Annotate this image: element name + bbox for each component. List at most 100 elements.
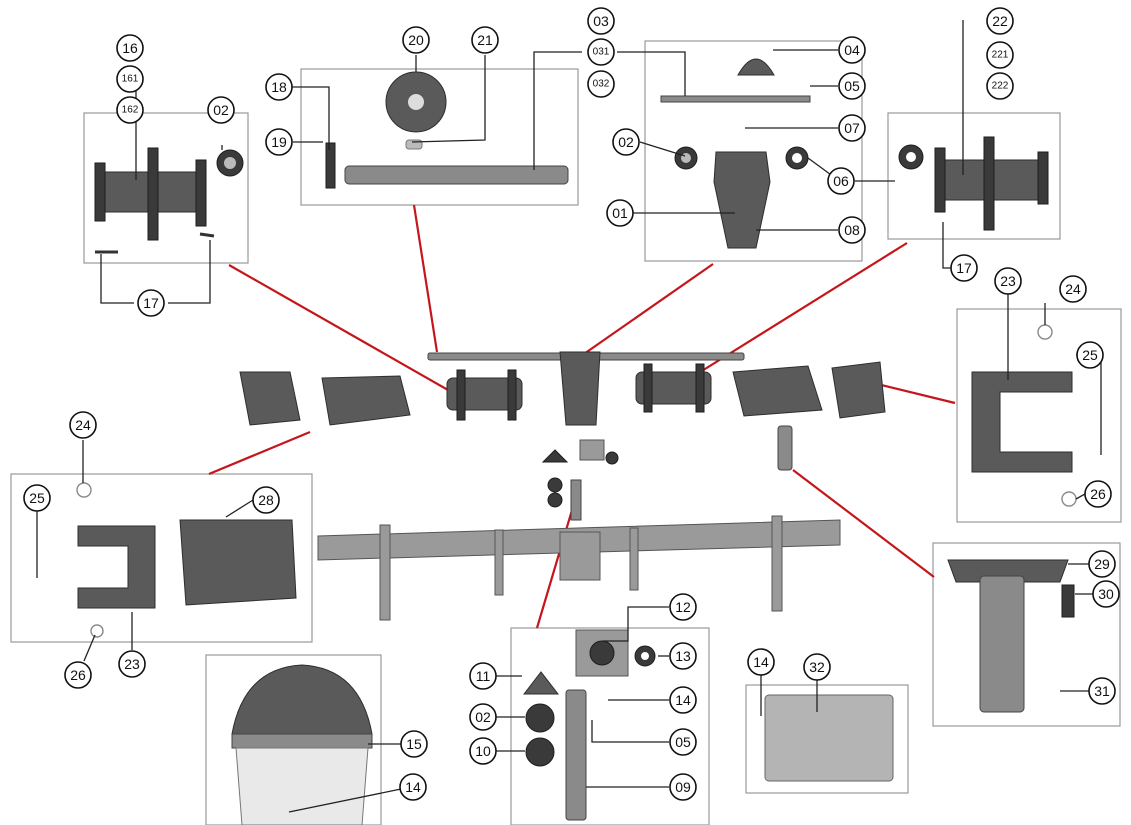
svg-text:30: 30 <box>1098 586 1114 602</box>
detail-box-left-yoke <box>10 473 313 643</box>
callout-26: 26 <box>64 661 92 689</box>
callout-32: 32 <box>803 653 831 681</box>
callout-15: 15 <box>400 730 428 758</box>
central-housing-illustration <box>660 58 811 249</box>
callout-09: 09 <box>669 773 697 801</box>
svg-text:14: 14 <box>405 779 421 795</box>
red-leader-line <box>872 381 956 405</box>
callout-02: 02 <box>469 703 497 731</box>
svg-text:29: 29 <box>1094 556 1110 572</box>
red-leader-line <box>412 204 439 353</box>
callout-30: 30 <box>1092 580 1120 608</box>
svg-text:17: 17 <box>143 295 159 311</box>
detail-box-shaft-gear <box>300 68 579 206</box>
svg-text:25: 25 <box>1082 347 1098 363</box>
callout-05: 05 <box>669 728 697 756</box>
svg-text:12: 12 <box>675 599 691 615</box>
callout-23: 23 <box>994 267 1022 295</box>
yoke-illustration <box>971 324 1077 507</box>
svg-text:05: 05 <box>844 78 860 94</box>
callout-031: 031 <box>587 38 615 66</box>
callout-222: 222 <box>986 72 1014 100</box>
svg-text:20: 20 <box>408 32 424 48</box>
svg-text:19: 19 <box>271 134 287 150</box>
svg-text:17: 17 <box>956 260 972 276</box>
callout-13: 13 <box>669 642 697 670</box>
svg-text:28: 28 <box>258 492 274 508</box>
svg-text:161: 161 <box>122 74 139 85</box>
red-leader-line <box>792 469 935 578</box>
svg-text:05: 05 <box>675 734 691 750</box>
cover-plate-illustration <box>764 694 894 782</box>
callout-03: 03 <box>587 7 615 35</box>
assembly-leader-lines <box>208 204 956 629</box>
svg-text:07: 07 <box>844 120 860 136</box>
svg-text:18: 18 <box>271 79 287 95</box>
callout-14: 14 <box>747 648 775 676</box>
detail-box-central-housing <box>644 40 863 262</box>
svg-text:23: 23 <box>124 656 140 672</box>
callout-07: 07 <box>838 114 866 142</box>
svg-text:31: 31 <box>1094 683 1110 699</box>
svg-text:24: 24 <box>75 417 91 433</box>
callout-22: 22 <box>986 7 1014 35</box>
callout-21: 21 <box>471 26 499 54</box>
shaft-gear-illustration <box>325 71 569 189</box>
pinion-shaft-illustration <box>522 629 656 821</box>
svg-text:222: 222 <box>992 81 1009 92</box>
svg-text:26: 26 <box>70 667 86 683</box>
svg-text:01: 01 <box>612 205 628 221</box>
callout-24: 24 <box>69 411 97 439</box>
svg-text:04: 04 <box>844 42 860 58</box>
svg-text:24: 24 <box>1065 281 1081 297</box>
callout-06: 06 <box>827 167 855 195</box>
callout-18: 18 <box>265 73 293 101</box>
svg-text:16: 16 <box>122 40 138 56</box>
tube-housing-illustration <box>898 136 1049 231</box>
red-leader-line <box>228 264 449 391</box>
svg-text:14: 14 <box>753 654 769 670</box>
svg-text:10: 10 <box>475 743 491 759</box>
svg-text:02: 02 <box>475 709 491 725</box>
svg-text:162: 162 <box>122 105 139 116</box>
callout-032: 032 <box>587 70 615 98</box>
callout-24: 24 <box>1059 275 1087 303</box>
callout-17: 17 <box>950 254 978 282</box>
svg-text:02: 02 <box>213 102 229 118</box>
callout-23: 23 <box>118 650 146 678</box>
svg-text:09: 09 <box>675 779 691 795</box>
callout-20: 20 <box>402 26 430 54</box>
svg-text:23: 23 <box>1000 273 1016 289</box>
tube-housing-illustration <box>94 147 244 254</box>
callout-05: 05 <box>838 72 866 100</box>
callout-12: 12 <box>669 593 697 621</box>
detail-box-right-yoke <box>956 308 1122 523</box>
callout-25: 25 <box>1076 341 1104 369</box>
detail-box-right-housing <box>887 112 1061 240</box>
detail-box-pinion-shaft <box>510 627 710 825</box>
callout-14: 14 <box>399 773 427 801</box>
red-leader-line <box>208 430 311 476</box>
callout-08: 08 <box>838 216 866 244</box>
red-leader-line <box>580 263 714 357</box>
svg-text:032: 032 <box>593 79 610 90</box>
output-flange-illustration <box>947 559 1075 713</box>
cover-illustration <box>231 664 373 825</box>
svg-text:02: 02 <box>618 134 634 150</box>
callout-26: 26 <box>1084 480 1112 508</box>
callout-25: 25 <box>23 484 51 512</box>
svg-text:031: 031 <box>593 47 610 58</box>
callout-04: 04 <box>838 36 866 64</box>
svg-text:13: 13 <box>675 648 691 664</box>
svg-text:221: 221 <box>992 50 1009 61</box>
svg-text:25: 25 <box>29 490 45 506</box>
callout-162: 162 <box>116 96 144 124</box>
detail-box-plate <box>745 684 909 794</box>
svg-text:22: 22 <box>992 13 1008 29</box>
callout-161: 161 <box>116 65 144 93</box>
callout-10: 10 <box>469 737 497 765</box>
yoke-illustration <box>76 482 297 638</box>
callout-14: 14 <box>669 686 697 714</box>
callout-11: 11 <box>469 662 497 690</box>
svg-text:21: 21 <box>477 32 493 48</box>
